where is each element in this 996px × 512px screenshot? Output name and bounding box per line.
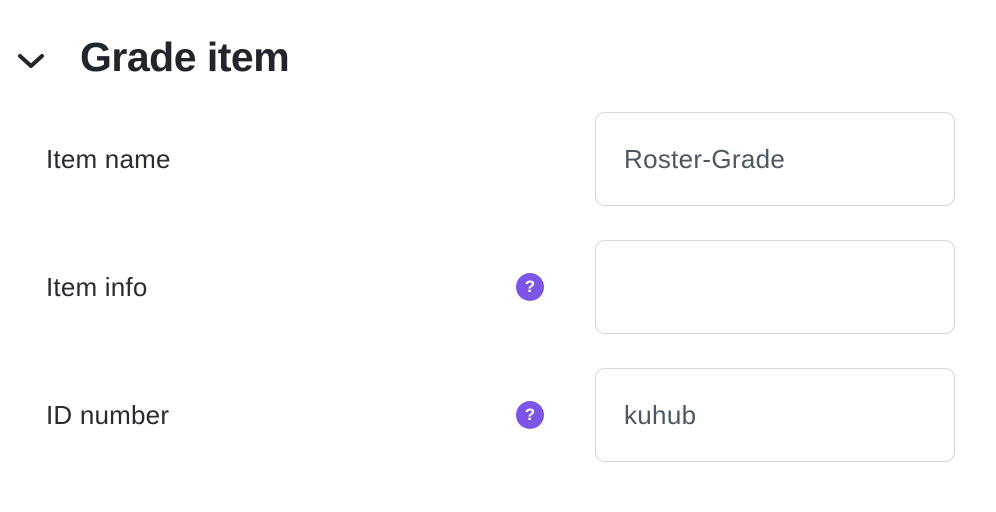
grade-item-form: Item name Item info ? ID number ? bbox=[0, 84, 996, 462]
form-row-item-name: Item name bbox=[46, 112, 955, 206]
item-info-input[interactable] bbox=[595, 240, 955, 334]
help-slot: ? bbox=[498, 273, 562, 301]
section-header: Grade item bbox=[0, 0, 996, 84]
form-row-id-number: ID number ? bbox=[46, 368, 955, 462]
item-name-input[interactable] bbox=[595, 112, 955, 206]
help-icon[interactable]: ? bbox=[516, 273, 544, 301]
form-row-item-info: Item info ? bbox=[46, 240, 955, 334]
help-icon[interactable]: ? bbox=[516, 401, 544, 429]
item-name-label: Item name bbox=[46, 143, 171, 174]
collapse-toggle[interactable] bbox=[16, 46, 46, 76]
section-title: Grade item bbox=[80, 33, 290, 80]
help-slot: ? bbox=[498, 401, 562, 429]
item-info-label: Item info bbox=[46, 271, 148, 302]
id-number-label: ID number bbox=[46, 399, 170, 430]
chevron-down-icon bbox=[17, 52, 45, 70]
id-number-input[interactable] bbox=[595, 368, 955, 462]
